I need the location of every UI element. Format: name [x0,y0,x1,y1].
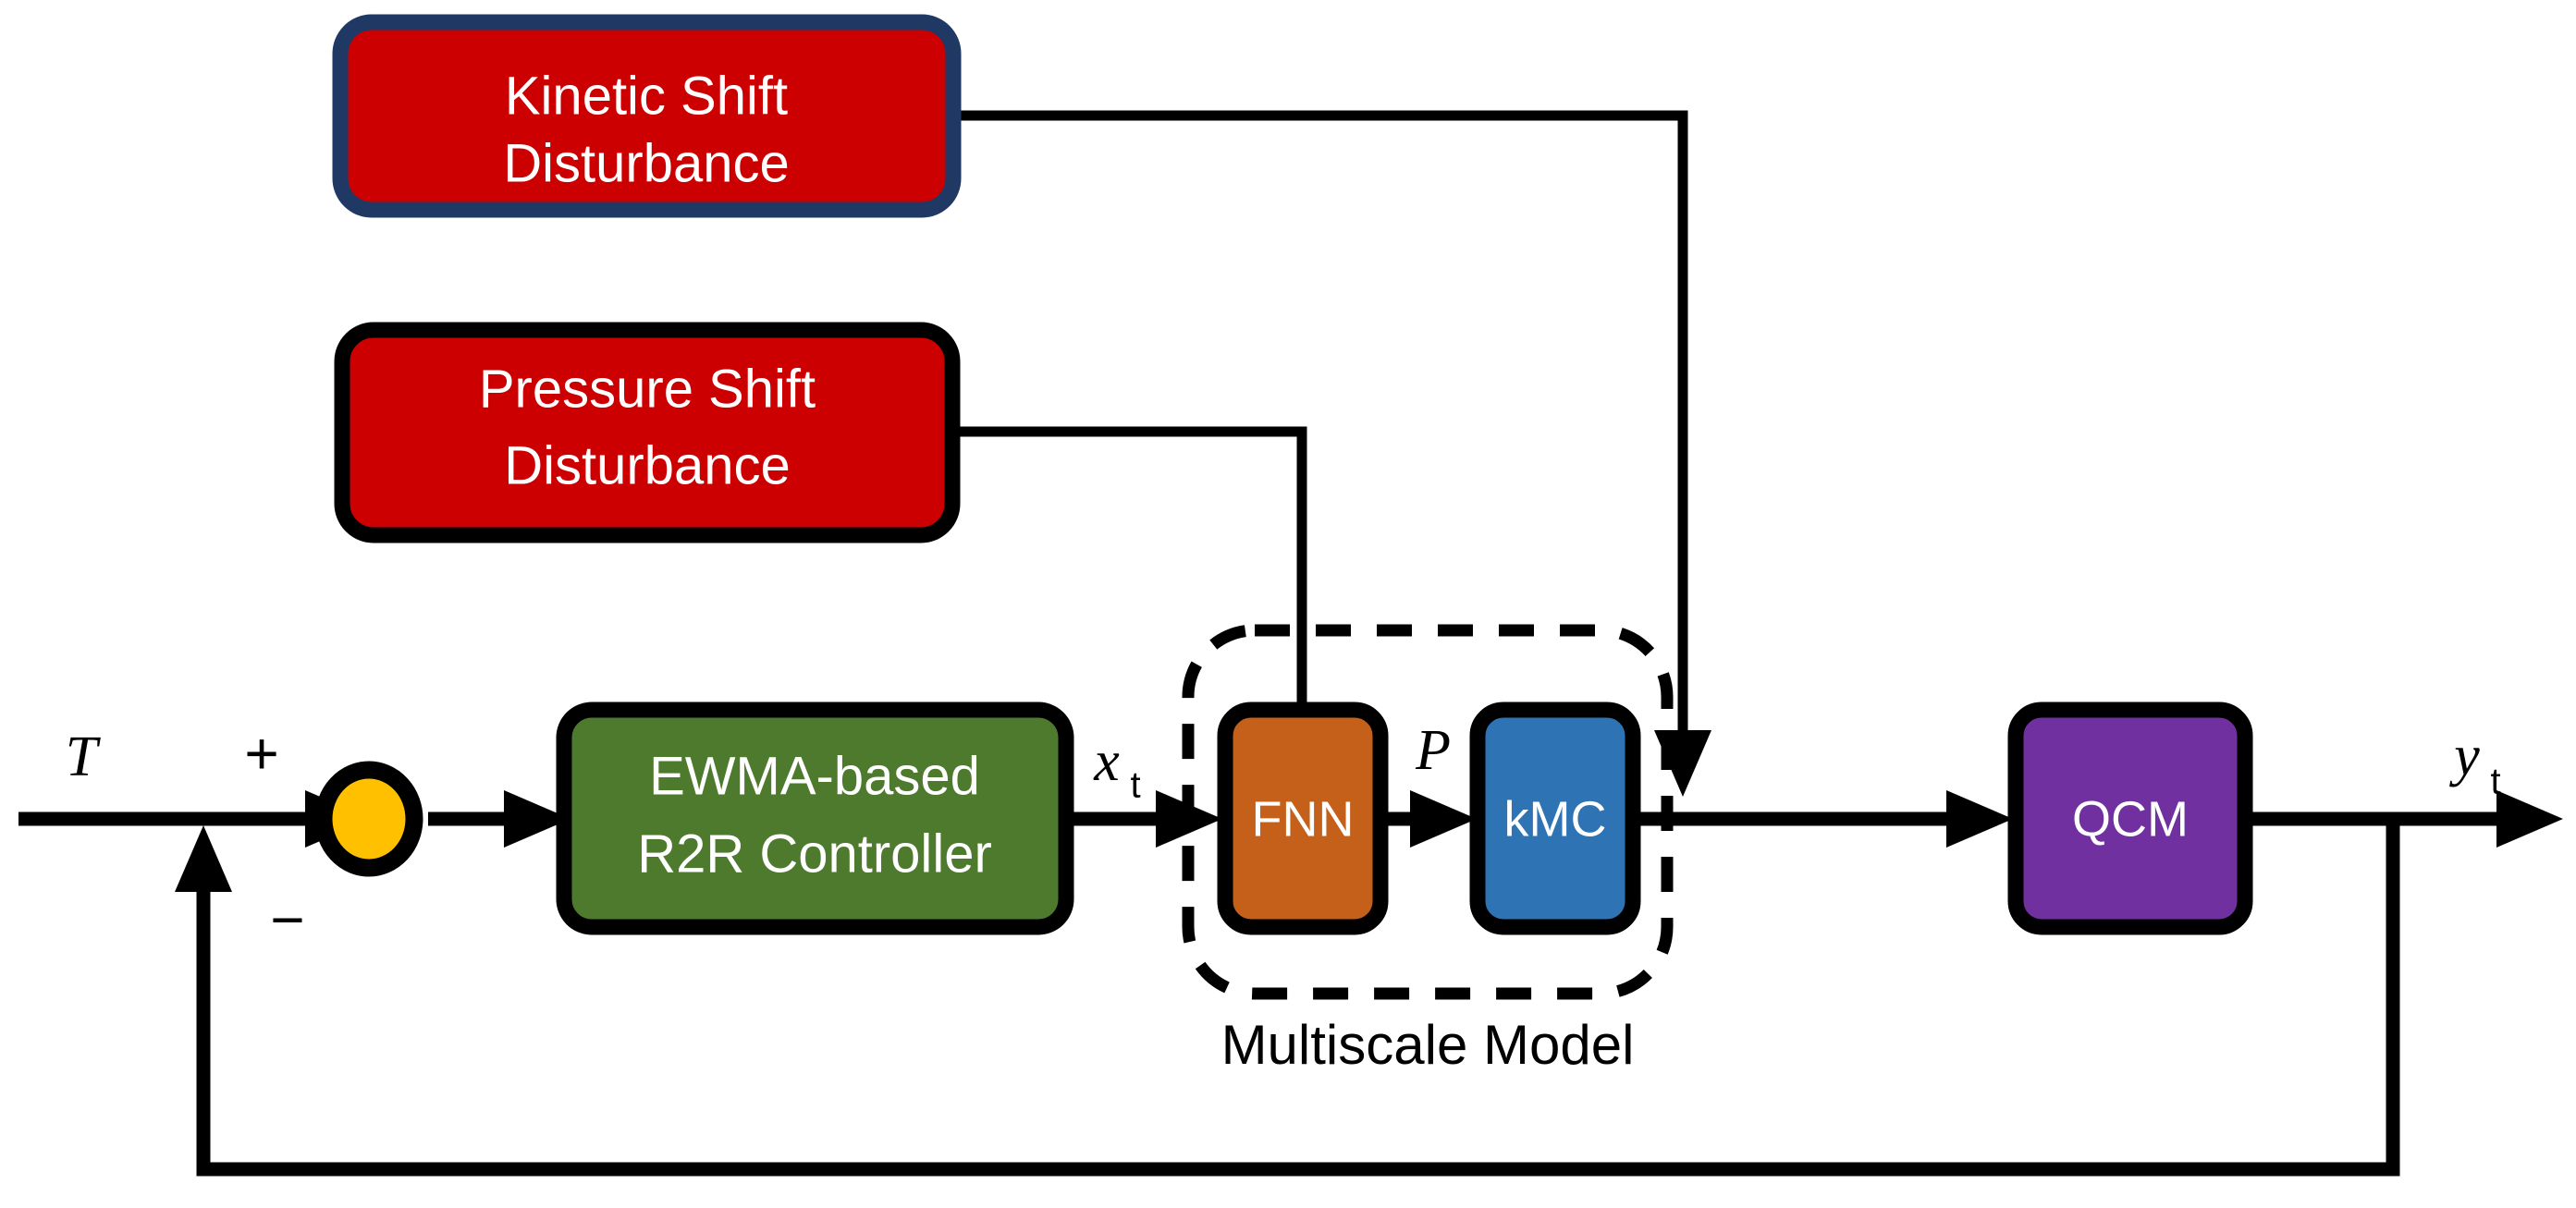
pressure-disturbance-box[interactable] [334,322,961,543]
signal-x-subscript: t [1130,765,1140,806]
wire-kmc-to-qcm [1635,790,2013,848]
summing-junction[interactable] [314,761,423,877]
block-qcm[interactable]: QCM [2007,702,2253,935]
kmc-label: kMC [1504,791,1607,847]
qcm-box[interactable] [2007,702,2253,935]
signal-label-output: y t [2448,725,2500,801]
minus-sign-label: − [270,886,304,953]
signal-label-intermediate: P [1415,719,1451,782]
block-ewma-r2r-controller[interactable]: EWMA-based R2R Controller [556,702,1074,935]
controller-label-line2: R2R Controller [637,824,992,884]
signal-label-control-input: x t [1093,730,1140,805]
wire-kinetic-disturbance-to-kmc [957,110,1711,797]
block-kinetic-shift-disturbance[interactable]: Kinetic Shift Disturbance [332,14,962,218]
multiscale-model-group-outline [1182,624,1674,1000]
wire-fnn-to-kmc [1382,790,1477,848]
fnn-box[interactable] [1217,702,1389,935]
kinetic-disturbance-label-line2: Disturbance [503,133,789,193]
multiscale-model-caption: Multiscale Model [1221,1014,1635,1076]
signal-y-symbol: y [2448,725,2480,787]
pressure-disturbance-label-line2: Disturbance [504,435,790,495]
kmc-box[interactable] [1469,702,1641,935]
fnn-label: FNN [1252,791,1355,847]
pressure-disturbance-label-line1: Pressure Shift [479,359,816,419]
controller-box[interactable] [556,702,1074,935]
block-fnn[interactable]: FNN [1217,702,1389,935]
kinetic-disturbance-label-line1: Kinetic Shift [505,66,788,126]
wire-qcm-to-output [2245,790,2563,848]
wire-sum-to-controller [428,790,570,848]
controller-label-line1: EWMA-based [649,746,980,806]
block-pressure-shift-disturbance[interactable]: Pressure Shift Disturbance [334,322,961,543]
signal-label-setpoint: T [66,726,102,788]
qcm-label: QCM [2072,791,2189,847]
signal-y-subscript: t [2490,762,2500,802]
plus-sign-label: + [244,720,278,787]
kinetic-disturbance-box[interactable] [332,14,962,218]
signal-x-symbol: x [1093,730,1120,793]
summing-junction-circle[interactable] [314,761,423,877]
wire-controller-to-fnn [1068,790,1222,848]
block-kmc[interactable]: kMC [1469,702,1641,935]
wire-feedback-loop [175,819,2400,1177]
